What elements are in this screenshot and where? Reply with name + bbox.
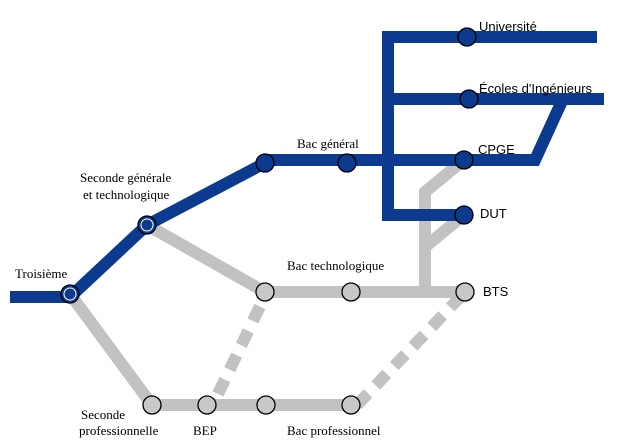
line-trunk-to-cpge [419, 154, 469, 292]
station-seconde-gt-ring [140, 218, 154, 232]
line-cpge-to-ecoles-branch [465, 98, 568, 166]
blue-lines [10, 31, 604, 303]
station-ecoles [459, 89, 479, 109]
station-bts [455, 282, 475, 302]
label-ecoles: Écoles d'Ingénieurs [479, 81, 593, 96]
station-dut [454, 205, 474, 225]
label-dut: DUT [480, 206, 507, 221]
dashed-bep-to-bac-techno [212, 297, 269, 397]
line-entry-to-seconde-gt [10, 157, 268, 303]
station-bac-general-2 [337, 153, 357, 173]
label-bts: BTS [483, 284, 509, 299]
station-seconde-pro [142, 395, 162, 415]
station-bac-pro-1 [256, 395, 276, 415]
label-seconde-gt-line2: et technologique [83, 187, 170, 202]
stations [60, 27, 479, 415]
station-bac-techno-1 [255, 282, 275, 302]
label-seconde-gt-line1: Seconde générale [80, 170, 172, 185]
station-bac-general-1 [255, 153, 275, 173]
station-universite [457, 27, 477, 47]
line-troisieme-to-seconde-pro [65, 290, 157, 409]
gray-lines [65, 154, 470, 411]
label-bac-pro: Bac professionnel [287, 423, 381, 438]
labels: Troisième Seconde générale et technologi… [15, 19, 593, 438]
label-bac-techno: Bac technologique [287, 258, 384, 273]
label-bep: BEP [193, 423, 217, 438]
station-troisieme-ring [63, 287, 77, 301]
station-bep [197, 395, 217, 415]
label-cpge: CPGE [478, 142, 515, 157]
label-universite: Université [479, 19, 537, 34]
label-bac-general: Bac général [297, 136, 359, 151]
station-bac-pro-2 [341, 395, 361, 415]
label-troisieme: Troisième [15, 266, 67, 281]
station-cpge [454, 150, 474, 170]
label-seconde-pro-line2: professionnelle [79, 423, 159, 438]
station-bac-techno-2 [341, 282, 361, 302]
line-seconde-gt-to-bac-techno [144, 219, 268, 298]
label-seconde-pro-line1: Seconde [81, 407, 125, 422]
dashed-bac-pro-to-bts [352, 287, 470, 410]
